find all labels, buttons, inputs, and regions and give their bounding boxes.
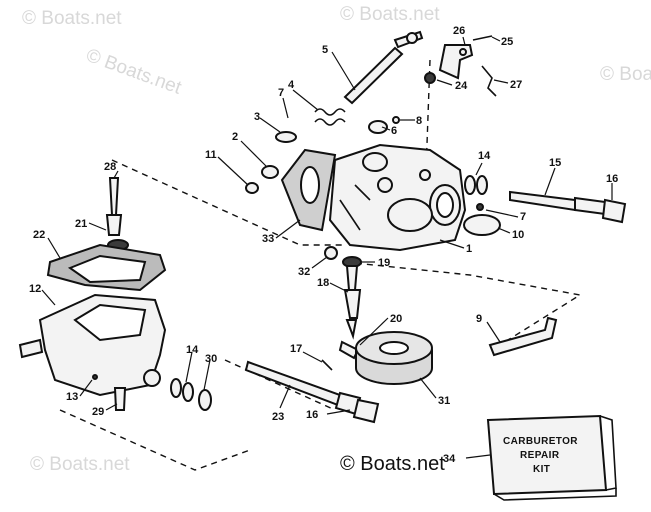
callout-3: 3 (254, 111, 260, 123)
callout-24: 24 (455, 80, 468, 92)
callout-9: 9 (476, 313, 482, 325)
callout-14-upper: 14 (478, 150, 491, 162)
jet-parts (324, 246, 362, 360)
dashed-line-link (344, 261, 582, 346)
repair-kit-label-line1: CARBURETOR (503, 436, 578, 447)
callout-5: 5 (322, 44, 328, 56)
callout-14-lower: 14 (186, 344, 199, 356)
gasket-part (280, 148, 337, 232)
dashed-line-bowl-top (111, 159, 345, 246)
washers-lower (170, 378, 212, 411)
callout-10: 10 (512, 229, 524, 241)
callout-15: 15 (549, 157, 561, 169)
callout-30: 30 (205, 353, 217, 365)
small-parts-left (245, 108, 400, 194)
callout-27: 27 (510, 79, 522, 91)
left-upper-parts (46, 177, 167, 292)
watermark-diagonal: © Boats.net (83, 45, 184, 99)
repair-kit-box: CARBURETOR REPAIR KIT (486, 414, 617, 501)
watermark-bottom-left: © Boats.net (30, 454, 130, 475)
carburetor-body-part (328, 143, 467, 252)
needle-assembly-right (464, 175, 627, 224)
callout-12: 12 (29, 283, 41, 295)
throttle-plate-part (463, 203, 501, 236)
link-rod-part (488, 316, 558, 357)
callout-34: 34 (443, 453, 456, 465)
bracket-cluster-part (424, 35, 497, 97)
callout-25: 25 (501, 36, 513, 48)
repair-kit-label-line3: KIT (533, 464, 550, 475)
callout-19: 19 (378, 257, 390, 269)
dashed-line-needle (224, 359, 336, 411)
callout-4: 4 (288, 79, 295, 91)
watermark-top-left: © Boats.net (22, 8, 122, 29)
repair-kit-label-line2: REPAIR (520, 450, 560, 461)
callout-21: 21 (75, 218, 87, 230)
callout-23: 23 (272, 411, 284, 423)
callout-11: 11 (205, 149, 217, 161)
callout-28: 28 (104, 161, 116, 173)
callout-labels: 5 4 7 3 2 11 6 8 26 25 24 27 14 15 16 7 … (29, 25, 618, 465)
dashed-line-bowl-bottom (59, 409, 251, 471)
watermark-top-center: © Boats.net (340, 4, 440, 25)
callout-16-lower: 16 (306, 409, 318, 421)
callout-leaders (41, 36, 613, 459)
float-bowl-part (18, 293, 167, 411)
callout-32: 32 (298, 266, 310, 278)
callout-16-upper: 16 (606, 173, 618, 185)
callout-2: 2 (232, 131, 238, 143)
callout-29: 29 (92, 406, 104, 418)
throttle-shaft-part (343, 30, 424, 105)
needle-assembly-lower (244, 359, 380, 424)
callout-13: 13 (66, 391, 78, 403)
callout-1: 1 (466, 243, 472, 255)
callout-8: 8 (416, 115, 422, 127)
callout-26: 26 (453, 25, 465, 37)
callout-7-upper: 7 (278, 87, 284, 99)
callout-6: 6 (391, 125, 397, 137)
callout-22: 22 (33, 229, 45, 241)
callout-18: 18 (317, 277, 329, 289)
callout-33: 33 (262, 233, 274, 245)
callout-31: 31 (438, 395, 450, 407)
copyright-notice: © Boats.net (340, 453, 445, 475)
callout-17: 17 (290, 343, 302, 355)
callout-7-lower: 7 (520, 211, 526, 223)
watermark-top-right: © Boats.net (600, 64, 651, 85)
callout-20: 20 (390, 313, 402, 325)
float-part (355, 331, 433, 385)
